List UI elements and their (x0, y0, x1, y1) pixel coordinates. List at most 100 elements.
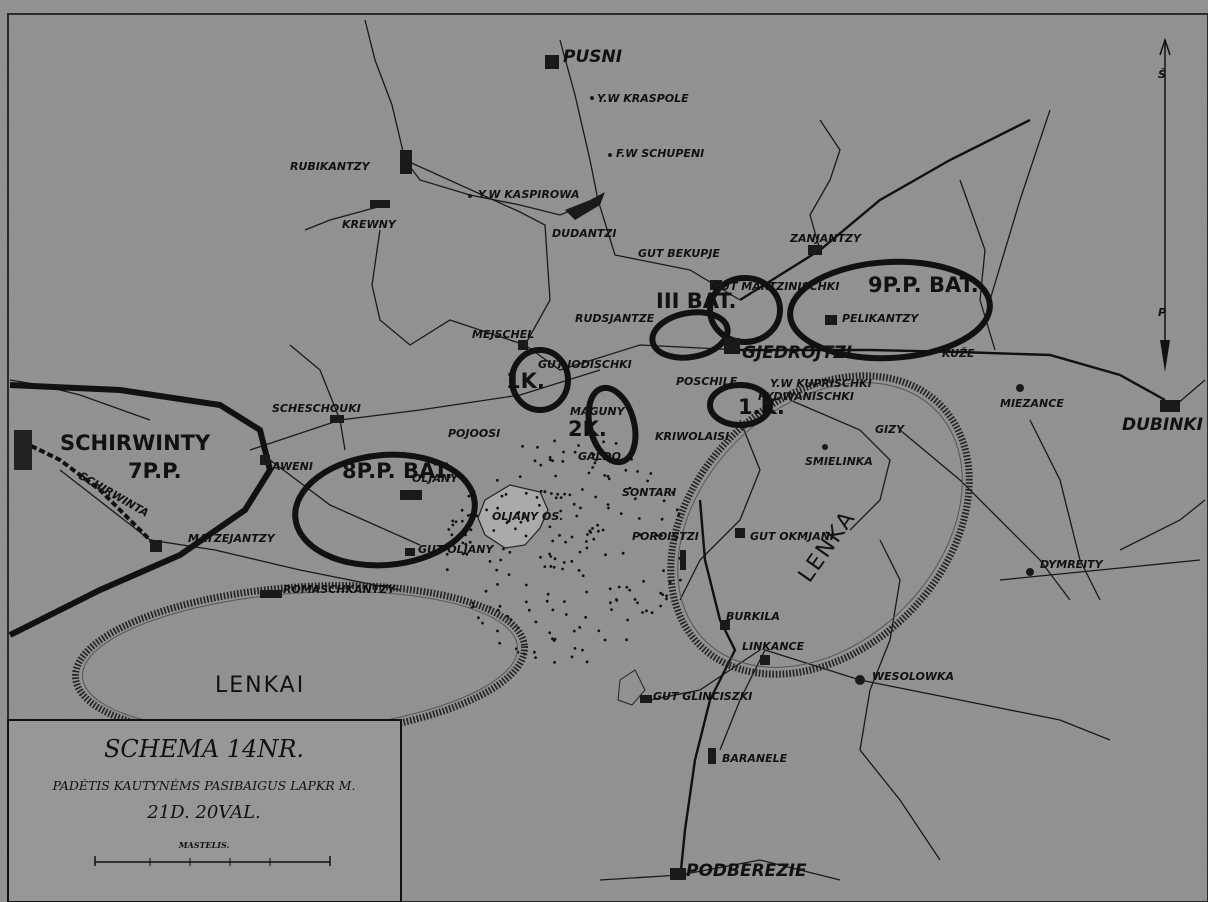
marsh-dot (539, 489, 543, 493)
marsh-dot (563, 600, 566, 603)
marsh-dot (665, 594, 668, 598)
marsh-dot (488, 560, 492, 563)
marsh-dot (522, 515, 525, 519)
road-rydwanischki (789, 399, 891, 531)
map-border (7, 13, 1208, 902)
marsh-dot (594, 495, 598, 499)
marsh-dot (586, 533, 589, 536)
label-schirwinty: SCHIRWINTY (60, 431, 211, 455)
unit-labels: SCHIRWINTY 7P.P. 8P.P. BAT. 9P.P. BAT. I… (60, 273, 979, 483)
marsh-dot (585, 660, 589, 664)
label-rubikantzy: RUBIKANTZY (290, 160, 371, 173)
marsh-dot (626, 618, 630, 622)
marsh-dot (538, 503, 541, 507)
marsh-dot (506, 614, 509, 618)
label-gut-okmjani: GUT OKMJANI (750, 530, 834, 543)
label-kuze: KUŽE (942, 346, 975, 360)
road-matzejantzy (59, 469, 401, 591)
label-2k: 2K. (568, 417, 607, 441)
road-ne-main (739, 118, 1031, 302)
marsh-dot (535, 496, 539, 499)
enemy-lenka-ring (667, 372, 973, 678)
marsh-dot (660, 517, 664, 521)
roads (9, 19, 1206, 881)
marsh-dot (592, 537, 596, 541)
village-mejschel (518, 340, 528, 350)
front-3bat-a (649, 309, 731, 361)
marsh-dot (553, 661, 556, 664)
label-pelikantzy: PELIKANTZY (842, 312, 919, 325)
label-poschile: POSCHILE (676, 375, 738, 388)
marsh-dot (507, 573, 511, 576)
marsh-dot (539, 555, 542, 559)
label-kriwolaisi: KRIWOLAISI (655, 430, 729, 443)
marsh-dot (460, 519, 464, 523)
label-sontari: SONTARI (622, 486, 676, 499)
village-pusni (545, 55, 559, 69)
marsh-dot (592, 453, 596, 456)
marsh-dot (505, 521, 509, 525)
marsh-dot (573, 647, 577, 650)
label-gut-bekupje: GUT BEKUPJE (638, 247, 720, 260)
railway-line (14, 436, 157, 547)
marsh-dot (572, 502, 576, 506)
marsh-dot (564, 540, 567, 544)
marsh-dot (536, 445, 539, 449)
label-maguny: MAGUNY (570, 405, 626, 418)
label-romaschkantzy: ROMASCHKANTZY (283, 583, 396, 596)
road-rubikantzy (364, 19, 599, 216)
label-smielinka: SMIELINKA (805, 455, 873, 468)
marsh-dot (545, 599, 549, 603)
label-dymreity: DYMREITY (1040, 558, 1104, 571)
marsh-dot (649, 472, 653, 475)
village-gut-martzinischki (710, 280, 722, 290)
marsh-dot (484, 589, 488, 593)
marsh-dot (559, 509, 563, 513)
label-baranele: BARANELE (722, 752, 788, 765)
marsh-dot (551, 637, 554, 641)
road-scheschouki (249, 369, 601, 451)
enemy-lenkai-ring (71, 582, 529, 742)
marsh-dot (570, 559, 574, 563)
marsh-dot (606, 474, 610, 478)
marsh-dot (572, 629, 576, 633)
marsh-dot (554, 496, 558, 500)
marsh-dot (481, 621, 484, 625)
marsh-dot (660, 534, 663, 537)
marsh-dot (609, 601, 612, 605)
road-podberezie (599, 859, 841, 881)
label-rydwanischki: RYDWANISCHKI (758, 390, 854, 403)
label-kaspirowa: Y.W KASPIROWA (478, 188, 579, 201)
marsh-dot (608, 587, 612, 591)
marsh-dot (519, 520, 523, 524)
marsh-dot (518, 475, 522, 478)
marsh-dot (524, 491, 528, 495)
road-mejschel (371, 229, 741, 371)
village-jaweni (260, 455, 270, 465)
marsh-dot (610, 608, 613, 611)
marsh-dot (526, 519, 530, 522)
marsh-dot (554, 474, 558, 478)
marsh-dot (593, 461, 597, 465)
marsh-dot (498, 604, 502, 608)
village-romaschkantzy (260, 590, 282, 598)
marsh-dot (575, 514, 579, 518)
marsh-dot (502, 547, 505, 551)
marsh-dot (570, 535, 574, 539)
marsh-dot (496, 506, 499, 510)
marsh-dot (665, 597, 668, 601)
label-wesolowka: WESOLOWKA (872, 670, 954, 683)
marsh-dot (524, 600, 528, 604)
marsh-dot (607, 477, 611, 481)
label-gut-oljany: GUT OLJANY (418, 543, 494, 556)
label-kuprischki: Y.W KUPRISCHKI (770, 377, 872, 390)
legend-scale-label: MASTELIS. (178, 840, 230, 850)
marsh-dot (659, 604, 662, 608)
marsh-dot (628, 588, 632, 592)
marsh-dot (578, 550, 582, 554)
marsh-dot (614, 442, 618, 445)
village-kraspole (590, 96, 594, 100)
label-krewny: KREWNY (342, 218, 397, 231)
front-7pp (8, 382, 274, 638)
marsh-dot (577, 569, 581, 572)
